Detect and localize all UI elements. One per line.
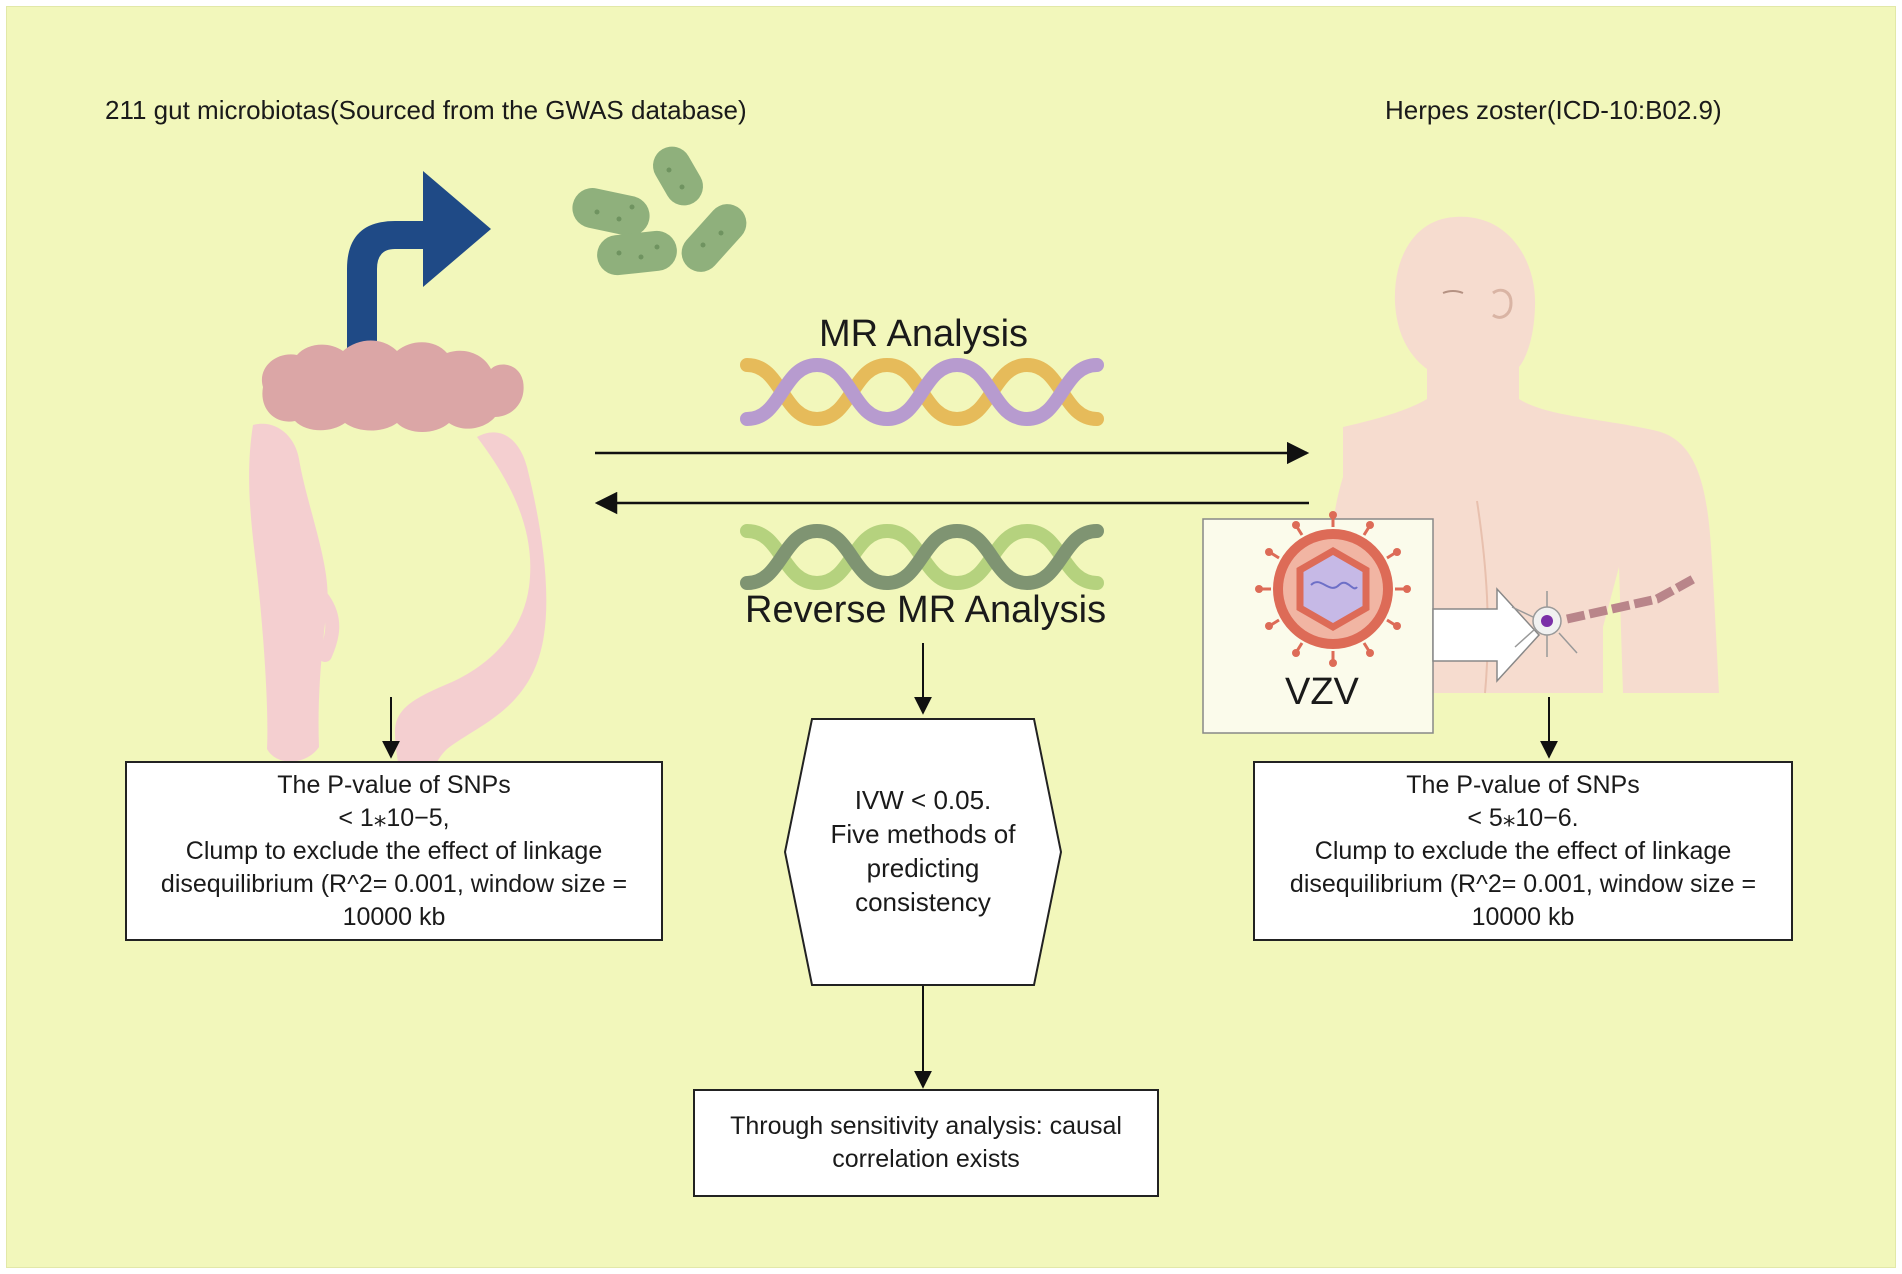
criteria-hexagon: [783, 718, 1063, 986]
outcome-label: Herpes zoster(ICD-10:B02.9): [1385, 95, 1722, 125]
mr-analysis-label: MR Analysis: [819, 313, 1029, 355]
hexagon-line: predicting: [866, 853, 980, 883]
box-line: The P-value of SNPs: [1406, 770, 1640, 799]
hexagon-line: consistency: [855, 887, 991, 917]
box-line: disequilibrium (R^2= 0.001, window size …: [160, 869, 628, 898]
dna-helix-icon: [740, 523, 1104, 591]
reverse-mr-analysis-label: Reverse MR Analysis: [745, 589, 1107, 631]
box-line: The P-value of SNPs: [277, 770, 511, 799]
hexagon-line: IVW < 0.05.: [854, 785, 992, 815]
dna-helix-icon: [740, 357, 1104, 427]
diagram-graphics: [249, 146, 1719, 1089]
bacteria-icon: [572, 146, 747, 276]
virus-icon: [1255, 511, 1411, 667]
box-line: Clump to exclude the effect of linkage: [185, 836, 603, 865]
box-line: 10000 kb: [1471, 902, 1575, 931]
box-line: 10000 kb: [342, 902, 446, 931]
hexagon-line: Five methods of: [830, 819, 1016, 849]
box-line: Clump to exclude the effect of linkage: [1314, 836, 1732, 865]
exposure-snp-criteria-box: The P-value of SNPs < 1⁎10−5, Clump to e…: [125, 761, 663, 941]
box-line: Through sensitivity analysis: causal: [730, 1112, 1122, 1140]
box-line: < 5⁎10−6.: [1467, 803, 1579, 832]
diagram-canvas: 211 gut microbiotas(Sourced from the GWA…: [6, 6, 1896, 1268]
box-line: < 1⁎10−5,: [338, 803, 450, 832]
exposure-label: 211 gut microbiotas(Sourced from the GWA…: [105, 95, 747, 125]
sensitivity-result-box: Through sensitivity analysis: causal cor…: [693, 1089, 1159, 1197]
vzv-label: VZV: [1285, 671, 1359, 713]
box-line: disequilibrium (R^2= 0.001, window size …: [1289, 869, 1757, 898]
intestine-icon: [249, 340, 547, 816]
outcome-snp-criteria-box: The P-value of SNPs < 5⁎10−6. Clump to e…: [1253, 761, 1793, 941]
nerve-fiber-icon: [1511, 573, 1700, 657]
hexagon-text: IVW < 0.05. Five methods of predicting c…: [797, 783, 1049, 919]
curved-arrow-icon: [347, 171, 491, 359]
box-line: correlation exists: [832, 1145, 1020, 1173]
